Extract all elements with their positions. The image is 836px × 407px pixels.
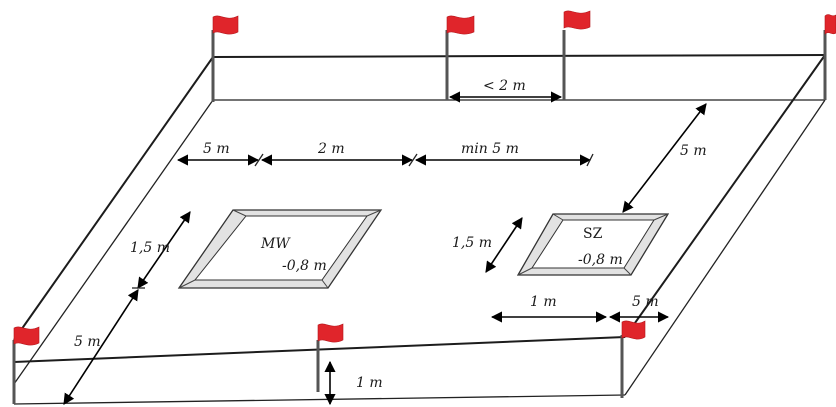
tick [254, 153, 264, 167]
label-dist-top: < 2 m [483, 78, 526, 94]
dim-line-15m-left [137, 211, 191, 289]
label-15m-right: 1,5 m [452, 235, 492, 251]
label-pit-left-name: MW [260, 236, 291, 252]
dim-line-5m-diag [63, 289, 139, 405]
label-1m-bottom: 1 m [530, 294, 557, 310]
red-flag-icon [212, 15, 239, 35]
label-15m-left: 1,5 m [130, 240, 170, 256]
red-flag-icon [621, 320, 646, 340]
red-flag-icon [446, 15, 475, 35]
dim-line-5m-right [622, 103, 707, 213]
right-rope [624, 54, 826, 338]
red-flag-icon [824, 14, 836, 35]
back-rope [212, 54, 826, 58]
front-bottom-edge [13, 394, 626, 405]
label-height: 1 m [356, 375, 383, 391]
left-wall-edge [13, 99, 214, 385]
label-5m-bottom: 5 m [632, 294, 659, 310]
label-pit-left-depth: -0,8 m [282, 258, 327, 274]
label-5m-left: 5 m [203, 141, 230, 157]
label-2m: 2 m [317, 141, 345, 157]
red-flag-icon [317, 323, 344, 343]
poles [12, 30, 827, 404]
tick [586, 153, 594, 167]
red-flag-icon [563, 10, 591, 30]
left-rope [13, 56, 214, 341]
label-min5m: min 5 m [461, 141, 519, 157]
label-pit-right-depth: -0,8 m [578, 252, 623, 268]
pit-sz [516, 213, 670, 276]
dim-line-15m-right [485, 217, 523, 273]
label-pit-right-name: SZ [583, 226, 603, 242]
label-5m-diag: 5 m [74, 334, 101, 350]
red-flag-icon [13, 326, 40, 346]
label-5m-right: 5 m [680, 143, 707, 159]
right-wall-edge [624, 99, 826, 396]
tick [408, 153, 418, 167]
field-surface [14, 55, 825, 362]
